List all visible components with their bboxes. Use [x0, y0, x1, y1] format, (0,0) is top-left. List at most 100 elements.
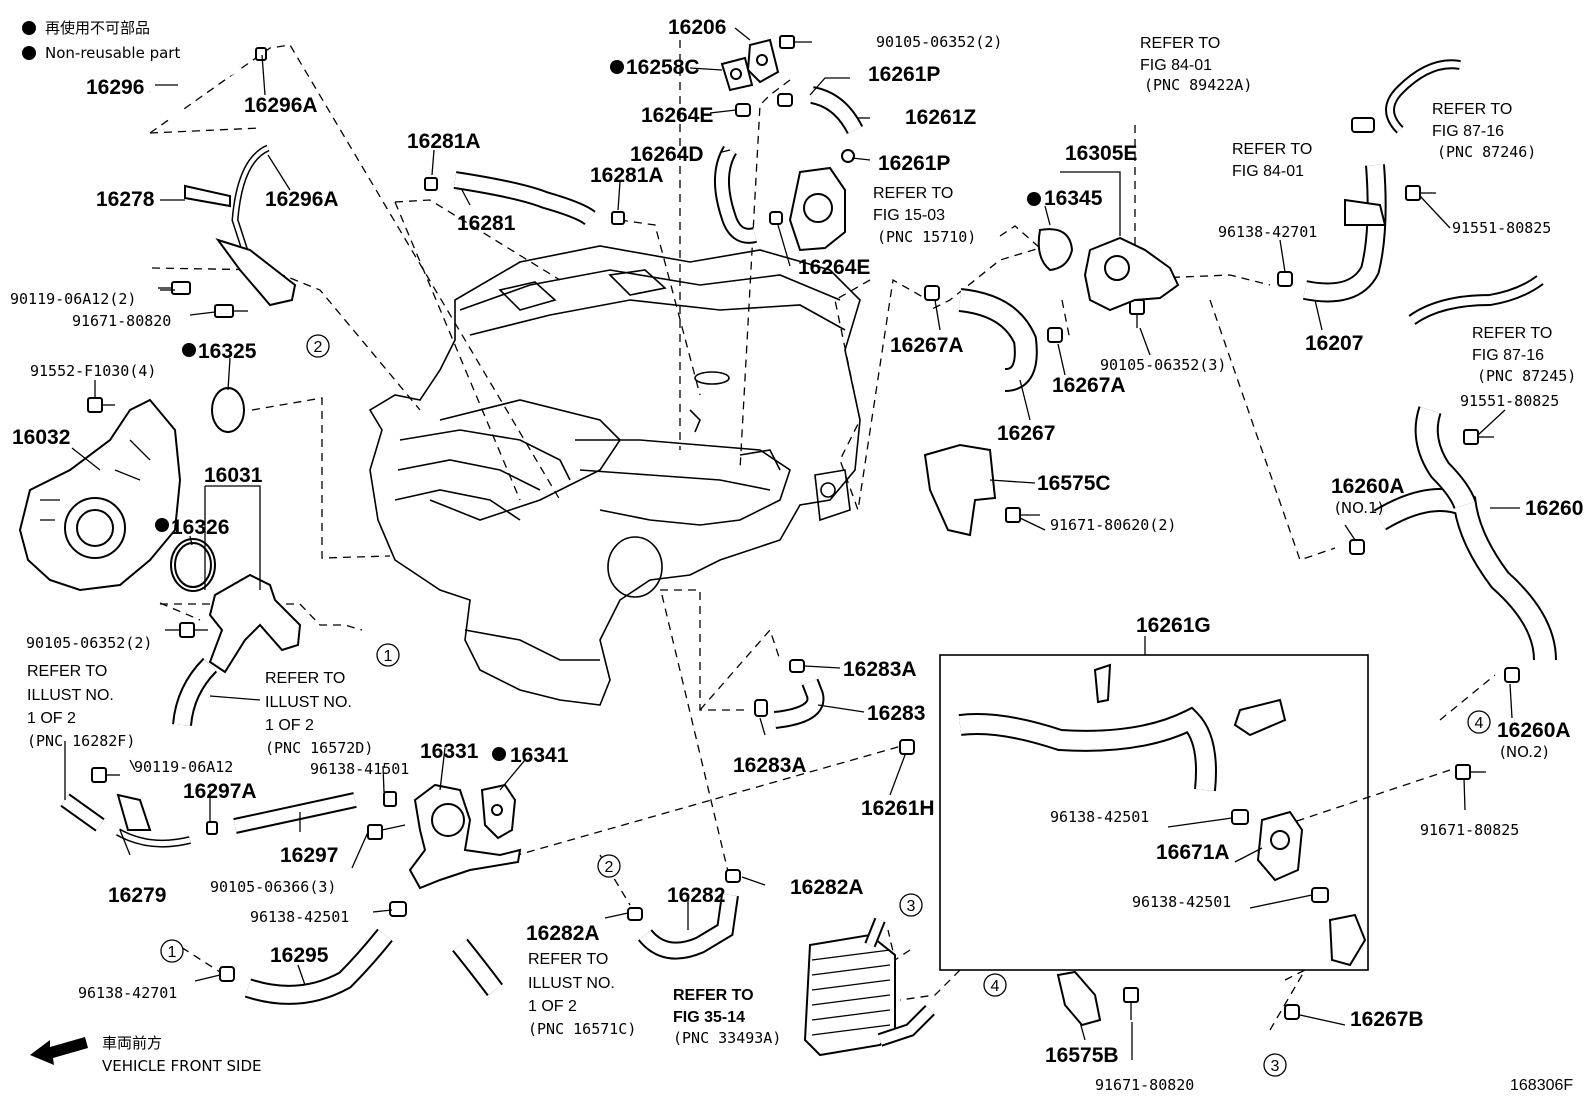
svg-text:FIG 87-16: FIG 87-16	[1432, 123, 1504, 140]
part-label: 16264E	[641, 104, 713, 127]
part-label: 16325	[198, 340, 257, 363]
part-label-note: (NO.1)	[1335, 499, 1383, 517]
svg-text:(PNC 16571C): (PNC 16571C)	[528, 1020, 636, 1038]
part-label: 16671A	[1156, 841, 1230, 864]
part-label: 16281	[457, 212, 516, 235]
part-label: 16031	[204, 464, 263, 487]
svg-text:(PNC 87246): (PNC 87246)	[1437, 143, 1536, 161]
part-label: 91551-80825	[1460, 392, 1559, 410]
non-reusable-dots	[155, 60, 1041, 761]
part-label: 90105-06352(2)	[26, 634, 152, 652]
part-label: 90119-06A12	[134, 758, 233, 776]
part-label: 16267B	[1350, 1008, 1424, 1031]
marker-1: 1	[168, 944, 177, 961]
part-label: 91551-80825	[1452, 219, 1551, 237]
part-label: 96138-42501	[1132, 893, 1231, 911]
part-label: 16296	[86, 76, 144, 99]
reference-notes: REFER TO FIG 15-03 (PNC 15710) REFER TO …	[27, 35, 1576, 1047]
ref-fig-15-03: REFER TO FIG 15-03 (PNC 15710)	[873, 185, 976, 246]
part-label: 91671-80820	[72, 312, 171, 330]
svg-text:(PNC 16282F): (PNC 16282F)	[27, 732, 135, 750]
part-label: 16261G	[1136, 614, 1211, 637]
part-labels: 16296 16296A 16296A 16278 90119-06A12(2)…	[10, 16, 1583, 1094]
engine-block	[368, 245, 861, 706]
svg-text:FIG 15-03: FIG 15-03	[873, 207, 945, 224]
part-label: 91552-F1030(4)	[30, 362, 156, 380]
svg-text:REFER TO: REFER TO	[1472, 325, 1552, 342]
part-label: 16326	[171, 516, 229, 539]
part-label: 91671-80820	[1095, 1076, 1194, 1094]
svg-text:REFER TO: REFER TO	[1432, 101, 1512, 118]
ref-illust-16571C: REFER TO ILLUST NO. 1 OF 2 (PNC 16571C)	[528, 951, 636, 1038]
svg-text:REFER TO: REFER TO	[673, 987, 754, 1004]
part-label: 16258C	[626, 56, 700, 79]
part-label: 90105-06366(3)	[210, 878, 336, 896]
ref-fig-35-14: REFER TO FIG 35-14 (PNC 33493A)	[673, 987, 781, 1047]
part-label: 16282A	[790, 876, 864, 899]
figure-id: 168306F	[1510, 1077, 1573, 1094]
part-label: 16267A	[1052, 374, 1126, 397]
svg-text:(PNC 15710): (PNC 15710)	[877, 228, 976, 246]
svg-text:REFER TO: REFER TO	[27, 663, 107, 680]
part-label: 16260A	[1331, 475, 1405, 498]
part-label: 96138-42701	[78, 984, 177, 1002]
svg-text:FIG 35-14: FIG 35-14	[673, 1009, 745, 1026]
svg-text:1 OF 2: 1 OF 2	[27, 710, 76, 727]
marker-4: 4	[991, 978, 1000, 995]
svg-text:ILLUST NO.: ILLUST NO.	[27, 687, 114, 704]
svg-text:REFER TO: REFER TO	[1232, 141, 1312, 158]
part-label: 16032	[12, 426, 70, 449]
non-reusable-dot-icon	[22, 21, 36, 35]
part-label: 16282A	[526, 922, 600, 945]
leader-lines	[149, 40, 1496, 1031]
part-label: 16296A	[265, 188, 339, 211]
part-label: 16267A	[890, 334, 964, 357]
part-label: 16281A	[407, 130, 481, 153]
part-label: 16283	[867, 702, 925, 725]
part-label: 16261P	[878, 152, 950, 175]
part-label: 16207	[1305, 332, 1363, 355]
marker-4: 4	[1475, 715, 1484, 732]
part-label-note: (NO.2)	[1500, 743, 1548, 761]
part-label: 16281A	[590, 164, 664, 187]
ref-illust-16282F: REFER TO ILLUST NO. 1 OF 2 (PNC 16282F)	[27, 663, 135, 750]
svg-text:(PNC 87245): (PNC 87245)	[1477, 367, 1576, 385]
svg-text:1 OF 2: 1 OF 2	[265, 717, 314, 734]
legend: 再使用不可部品 Non-reusable part	[22, 19, 180, 62]
part-label: 96138-41501	[310, 760, 409, 778]
part-label: 90105-06352(3)	[1100, 356, 1226, 374]
part-label: 16261H	[861, 797, 935, 820]
svg-text:REFER TO: REFER TO	[265, 670, 345, 687]
part-label: 16283A	[733, 754, 807, 777]
svg-text:REFER TO: REFER TO	[873, 185, 953, 202]
part-label: 16264D	[630, 143, 704, 166]
part-label: 16282	[667, 884, 725, 907]
front-arrow-icon	[30, 1037, 88, 1065]
svg-text:FIG 87-16: FIG 87-16	[1472, 347, 1544, 364]
part-label: 16331	[420, 740, 479, 763]
marker-2: 2	[314, 339, 323, 356]
part-label: 16297	[280, 844, 338, 867]
part-label: 16260	[1525, 497, 1583, 520]
parts-drawings	[18, 35, 1557, 1065]
assembly-box-16261G	[939, 654, 1369, 971]
part-label: 16261Z	[905, 106, 976, 129]
part-label: 16575C	[1037, 472, 1111, 495]
front-jp: 車両前方	[102, 1034, 162, 1052]
part-label: 16341	[510, 744, 569, 767]
ref-illust-16572D: REFER TO ILLUST NO. 1 OF 2 (PNC 16572D)	[265, 670, 373, 757]
part-label: 16305E	[1065, 142, 1137, 165]
marker-3: 3	[1271, 1058, 1280, 1075]
svg-text:FIG 84-01: FIG 84-01	[1232, 163, 1304, 180]
part-label: 91671-80620(2)	[1050, 516, 1176, 534]
part-label: 96138-42501	[250, 908, 349, 926]
svg-text:1 OF 2: 1 OF 2	[528, 998, 577, 1015]
circle-markers: 2 1 1 2 3 4 3 4	[160, 334, 1491, 1077]
part-label: 16295	[270, 944, 329, 967]
legend-jp: 再使用不可部品	[45, 19, 150, 37]
part-label: 96138-42501	[1050, 808, 1149, 826]
part-label: 16297A	[183, 780, 257, 803]
ref-fig-87-16-a: REFER TO FIG 87-16 (PNC 87246)	[1432, 101, 1536, 161]
ref-fig-84-01-a: REFER TO FIG 84-01 (PNC 89422A)	[1140, 35, 1252, 94]
